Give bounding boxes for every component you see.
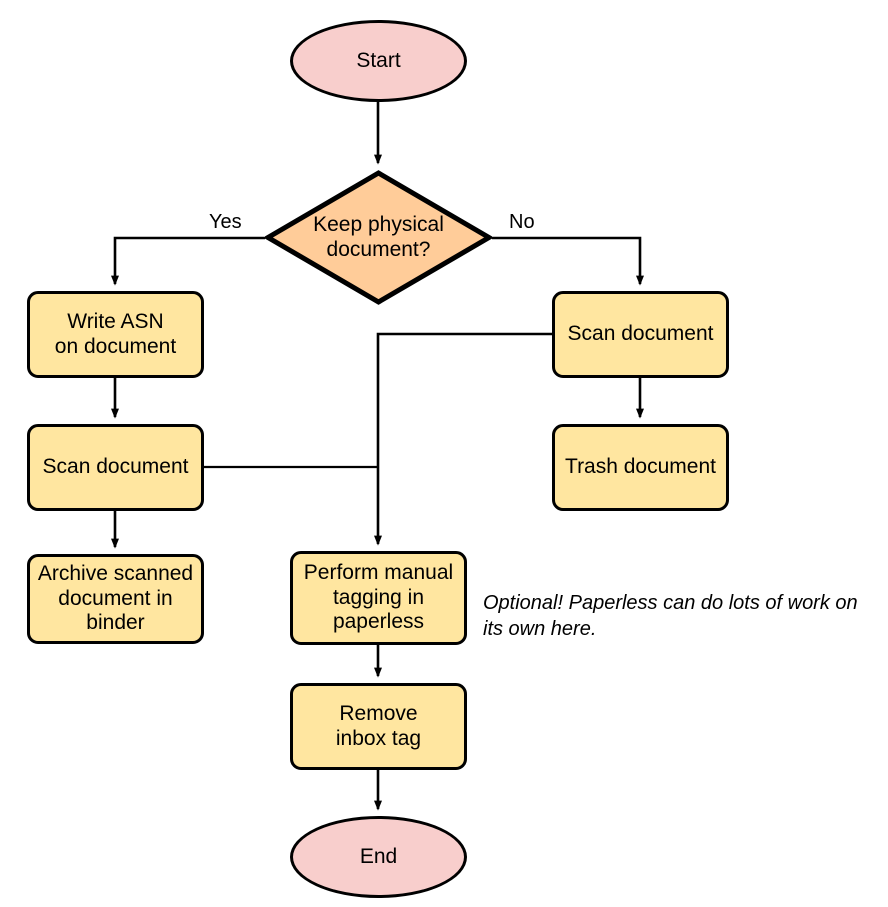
- remove-inbox-tag-label-line2: inbox tag: [335, 726, 422, 750]
- annotation-line1: Optional! Paperless can do lots of work …: [483, 592, 858, 614]
- manual-tagging-label-line2: tagging in: [332, 585, 425, 609]
- node-start-label: Start: [356, 48, 401, 72]
- node-write-asn-on-document-label: Write ASN on document: [55, 310, 176, 360]
- node-scan-document-left[interactable]: Scan document: [27, 424, 204, 511]
- edge-label-no: No: [509, 211, 535, 233]
- node-trash-document-label: Trash document: [565, 455, 716, 480]
- node-scan-document-right-label: Scan document: [568, 322, 714, 347]
- manual-tagging-label-line3: paperless: [332, 610, 425, 634]
- trash-label-line1: Trash document: [565, 455, 716, 479]
- node-archive-scanned-document-in-binder-label: Archive scanned document in binder: [38, 562, 193, 636]
- write-asn-label-line2: on document: [54, 334, 177, 358]
- node-remove-inbox-tag-label: Remove inbox tag: [336, 702, 421, 752]
- annotation-line2: its own here.: [483, 618, 597, 641]
- node-remove-inbox-tag[interactable]: Remove inbox tag: [290, 683, 467, 770]
- node-perform-manual-tagging[interactable]: Perform manual tagging in paperless: [290, 551, 467, 645]
- write-asn-label-line1: Write ASN: [67, 309, 164, 333]
- scan-right-label-line1: Scan document: [567, 322, 714, 346]
- node-scan-document-left-label: Scan document: [43, 455, 189, 480]
- decision-label-line1: Keep physical: [313, 212, 444, 236]
- node-write-asn-on-document[interactable]: Write ASN on document: [27, 291, 204, 378]
- archive-label-line2: document in: [58, 586, 173, 610]
- node-end-label: End: [359, 844, 398, 868]
- scan-left-label-line1: Scan document: [42, 455, 189, 479]
- edge-label-yes: Yes: [209, 211, 242, 233]
- node-perform-manual-tagging-label: Perform manual tagging in paperless: [304, 561, 453, 635]
- archive-label-line3: binder: [86, 611, 145, 635]
- node-start[interactable]: Start: [290, 20, 467, 102]
- manual-tagging-label-line1: Perform manual: [303, 560, 454, 584]
- archive-label-line1: Archive scanned: [37, 561, 194, 585]
- node-keep-physical-document-label: Keep physical document?: [313, 213, 444, 263]
- node-scan-document-right[interactable]: Scan document: [552, 291, 729, 378]
- edge-scan-right-to-manual-tagging: [374, 332, 552, 546]
- remove-inbox-tag-label-line1: Remove: [339, 701, 418, 725]
- decision-label-line2: document?: [326, 237, 431, 261]
- node-archive-scanned-document-in-binder[interactable]: Archive scanned document in binder: [27, 554, 204, 644]
- edge-decision-yes-to-write-asn: [111, 236, 265, 286]
- annotation-optional-paperless: Optional! Paperless can do lots of work …: [483, 590, 883, 643]
- node-trash-document[interactable]: Trash document: [552, 424, 729, 511]
- node-end[interactable]: End: [290, 816, 467, 898]
- edge-decision-no-to-scan-right: [492, 236, 644, 286]
